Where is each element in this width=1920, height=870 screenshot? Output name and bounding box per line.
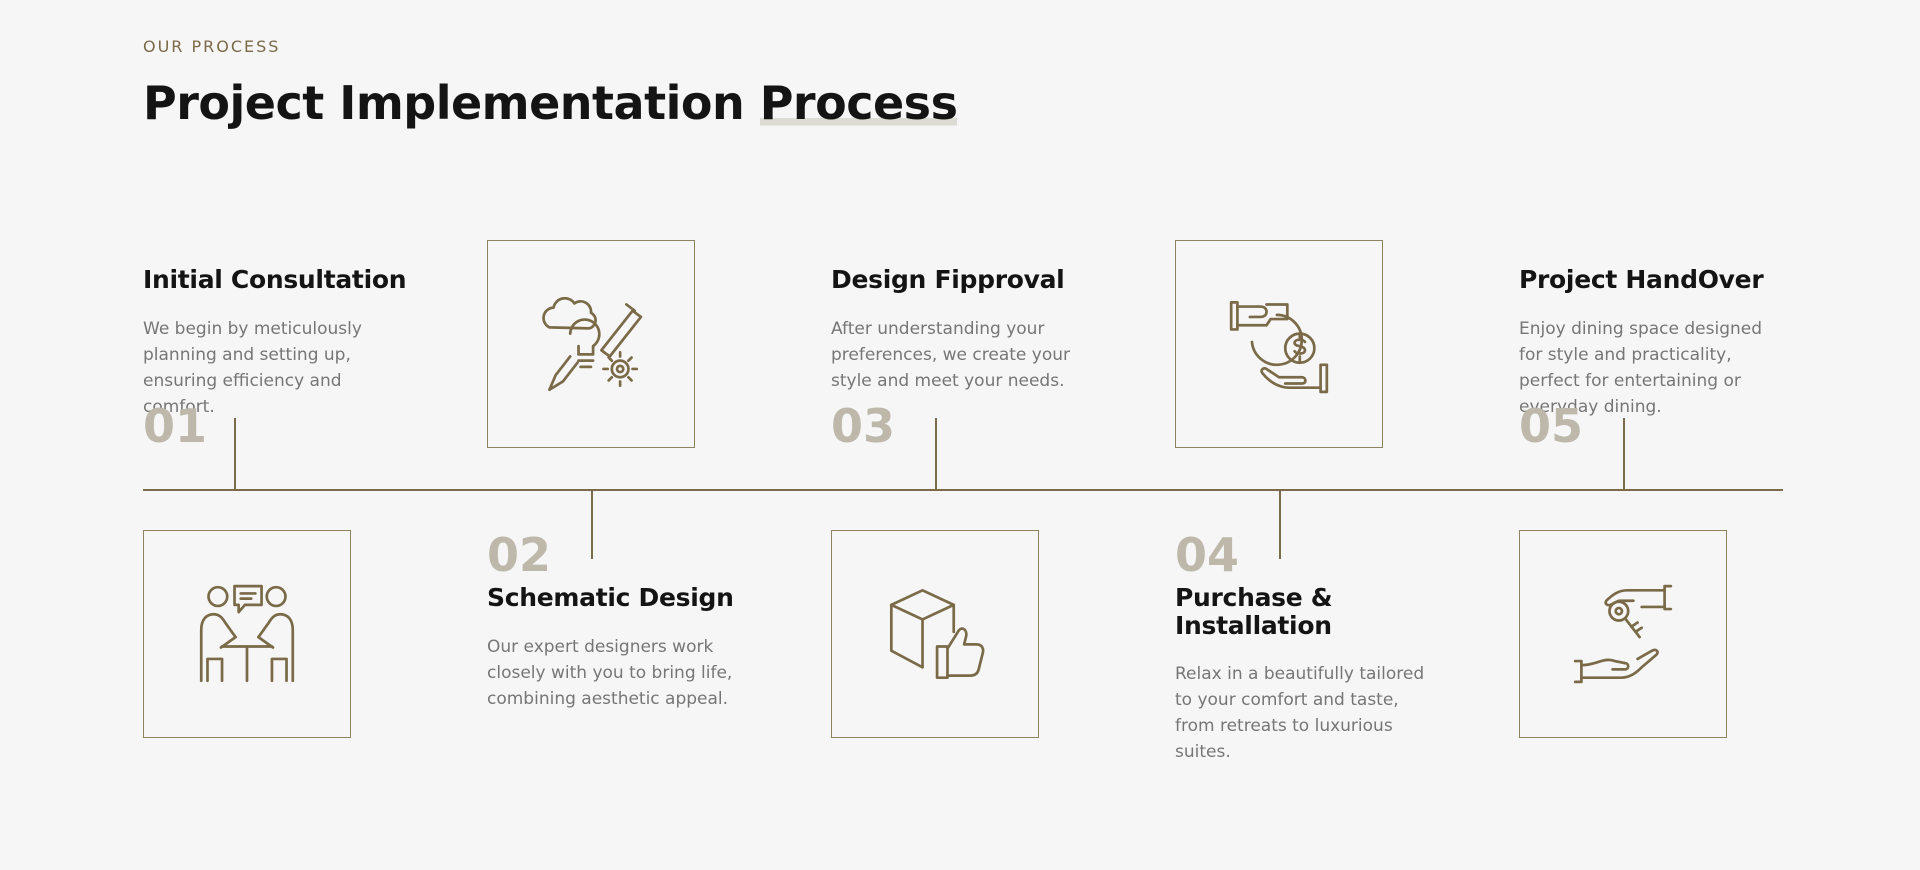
step-4-description: Relax in a beautifully tailored to your …: [1175, 664, 1425, 762]
approved-box-icon: [889, 588, 985, 680]
step-1-connector: [234, 418, 236, 489]
step-5-description: Enjoy dining space designed for style an…: [1519, 319, 1763, 417]
design-ideas-icon: [542, 296, 643, 392]
step-1-number: 01: [143, 399, 208, 453]
step-5-connector: [1623, 418, 1625, 489]
consultation-icon: [199, 584, 295, 683]
step-2-number: 02: [487, 528, 552, 582]
step-5-icon-box: [1519, 530, 1727, 738]
step-4-number: 04: [1175, 528, 1240, 582]
key-handover-icon: [1573, 584, 1673, 684]
step-3-number: 03: [831, 399, 896, 453]
step-2-connector: [591, 491, 593, 559]
step-3-description: After understanding your preferences, we…: [831, 319, 1070, 391]
step-2-description: Our expert designers work closely with y…: [487, 637, 733, 709]
step-2-icon-box: [487, 240, 695, 448]
payment-hand-icon: [1229, 301, 1329, 394]
step-1-title: Initial Consultation: [143, 265, 407, 294]
step-4-connector: [1279, 491, 1281, 559]
step-1-icon-box: [143, 530, 351, 738]
step-3-connector: [935, 418, 937, 489]
timeline-line: [143, 489, 1783, 491]
step-4-icon-box: [1175, 240, 1383, 448]
section-eyebrow: OUR PROCESS: [143, 37, 281, 56]
step-3-title: Design Fipproval: [831, 265, 1065, 294]
step-3-icon-box: [831, 530, 1039, 738]
title-main: Project Implementation: [143, 76, 760, 130]
step-1-description: We begin by meticulously planning and se…: [143, 319, 362, 417]
step-2-title: Schematic Design: [487, 583, 734, 612]
page-title: Project Implementation Process: [143, 76, 958, 130]
step-5-number: 05: [1519, 399, 1584, 453]
title-highlight: Process: [759, 76, 958, 130]
step-5-title: Project HandOver: [1519, 265, 1764, 294]
step-4-title: Purchase & Installation: [1175, 583, 1333, 640]
